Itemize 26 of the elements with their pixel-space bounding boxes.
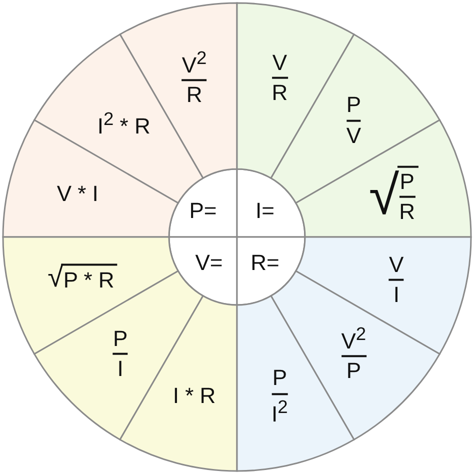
formula-numerator: P	[346, 93, 362, 118]
square-root-sign: √	[368, 168, 400, 223]
quantity-label: I=	[256, 198, 274, 224]
formula-denominator: R	[399, 200, 415, 224]
formula-numerator: P	[400, 170, 414, 194]
formula-numerator: V	[389, 252, 404, 277]
formula-numerator: P	[272, 366, 288, 391]
formula-text: I$^{2}$ * R	[97, 109, 150, 139]
formula-text: V * I	[56, 182, 98, 206]
quantity-label: P=	[189, 198, 217, 224]
formula-numerator: V$^{2}$	[341, 324, 366, 354]
formula-denominator: P	[346, 359, 361, 384]
quantity-label: R=	[250, 250, 280, 276]
square-root-sign: √	[48, 264, 64, 293]
formula-denominator: R	[186, 83, 202, 108]
quantity-label: V=	[195, 250, 223, 276]
formula-text: P * R	[63, 268, 114, 292]
formula-denominator: I	[393, 282, 400, 307]
formula-numerator: V	[272, 50, 288, 75]
formula-denominator: I$^{2}$	[272, 396, 288, 426]
formula-denominator: V	[346, 123, 362, 148]
formula-denominator: R	[272, 80, 288, 105]
formula-numerator: V$^{2}$	[182, 48, 207, 78]
formula-numerator: P	[112, 326, 128, 351]
formula-denominator: I	[117, 356, 124, 381]
formula-text: I * R	[172, 384, 216, 408]
